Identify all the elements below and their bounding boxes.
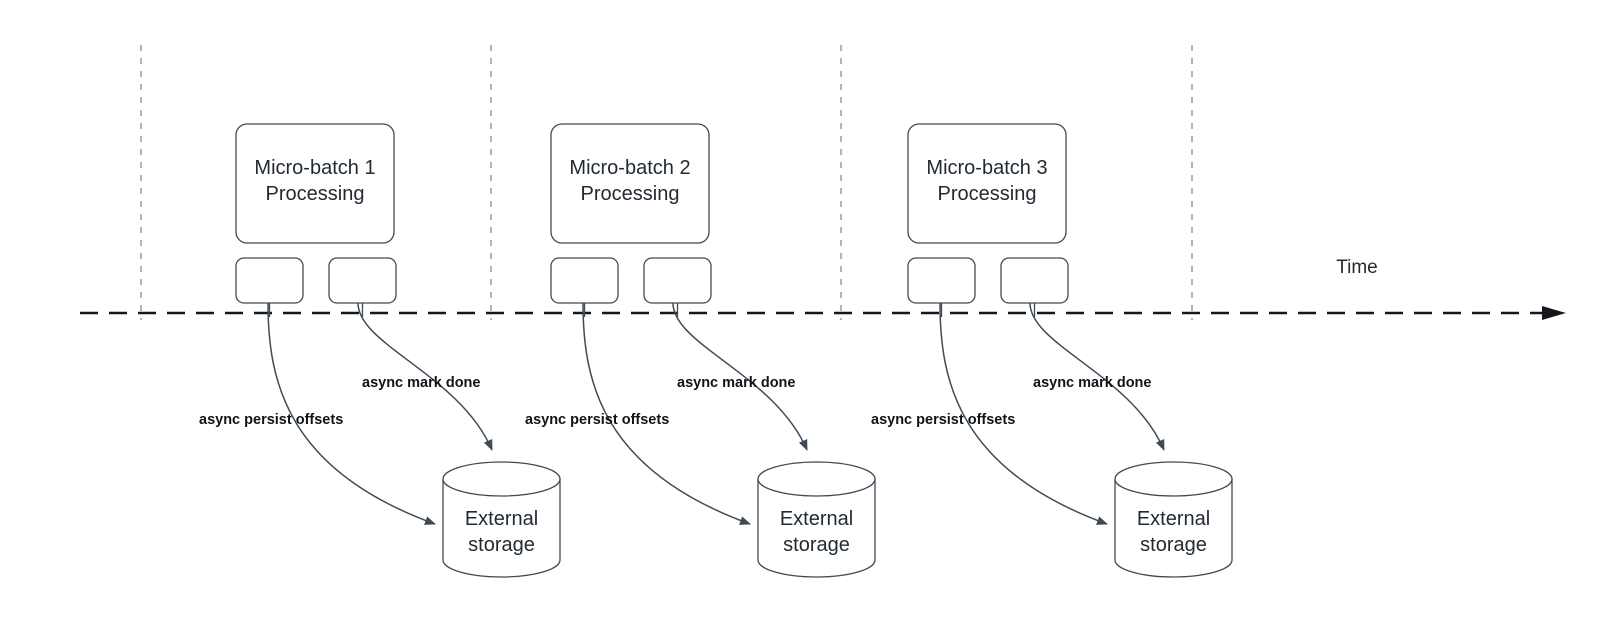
async-persist-offsets-1-arrow	[267, 302, 436, 525]
time-axis-label: Time	[1336, 257, 1378, 278]
micro-batch-1-processing-box[interactable]	[235, 123, 395, 244]
external-storage-2-label-line1: External	[780, 508, 853, 530]
async-mark-done-3-arrow	[1029, 302, 1165, 451]
external-storage-3-cylinder-top	[1114, 461, 1233, 497]
time-axis-arrowhead-icon	[1542, 306, 1566, 320]
micro-batch-3-processing-box[interactable]	[907, 123, 1067, 244]
micro-batch-1-mark-task-box[interactable]	[328, 257, 397, 304]
external-storage-1-label-line1: External	[465, 508, 538, 530]
external-storage-3-label-line2: storage	[1140, 534, 1207, 556]
micro-batch-2-title-line2: Processing	[581, 183, 680, 205]
micro-batch-2-processing-box[interactable]	[550, 123, 710, 244]
external-storage-2-label-line2: storage	[783, 534, 850, 556]
async-persist-offsets-2-arrow	[582, 302, 751, 525]
async-mark-done-2-label: async mark done	[677, 375, 795, 391]
external-storage-3-cylinder-body[interactable]	[1114, 478, 1233, 578]
micro-batch-1-offset-task-box[interactable]	[235, 257, 304, 304]
async-mark-done-3-label: async mark done	[1033, 375, 1151, 391]
async-mark-done-2-arrow	[672, 302, 808, 451]
external-storage-1-cylinder-body[interactable]	[442, 478, 561, 578]
time-axis	[80, 306, 1566, 320]
async-mark-done-1-label: async mark done	[362, 375, 480, 391]
micro-batch-3-title-line2: Processing	[938, 183, 1037, 205]
micro-batch-3-mark-task-box[interactable]	[1000, 257, 1069, 304]
micro-batch-1-title-line1: Micro-batch 1	[254, 157, 375, 179]
async-persist-offsets-2-label: async persist offsets	[525, 412, 669, 428]
external-storage-2-cylinder-body[interactable]	[757, 478, 876, 578]
async-persist-offsets-3-arrow	[939, 302, 1108, 525]
async-mark-done-1-arrow	[357, 302, 493, 451]
async-persist-offsets-3-label: async persist offsets	[871, 412, 1015, 428]
external-storage-2-cylinder-top	[757, 461, 876, 497]
micro-batch-3-title-line1: Micro-batch 3	[926, 157, 1047, 179]
external-storage-1-cylinder-top	[442, 461, 561, 497]
external-storage-1-label-line2: storage	[468, 534, 535, 556]
micro-batch-2-offset-task-box[interactable]	[550, 257, 619, 304]
micro-batch-2-mark-task-box[interactable]	[643, 257, 712, 304]
external-storage-3-label-line1: External	[1137, 508, 1210, 530]
micro-batch-3-offset-task-box[interactable]	[907, 257, 976, 304]
micro-batch-2-title-line1: Micro-batch 2	[569, 157, 690, 179]
micro-batch-1-title-line2: Processing	[266, 183, 365, 205]
async-persist-offsets-1-label: async persist offsets	[199, 412, 343, 428]
